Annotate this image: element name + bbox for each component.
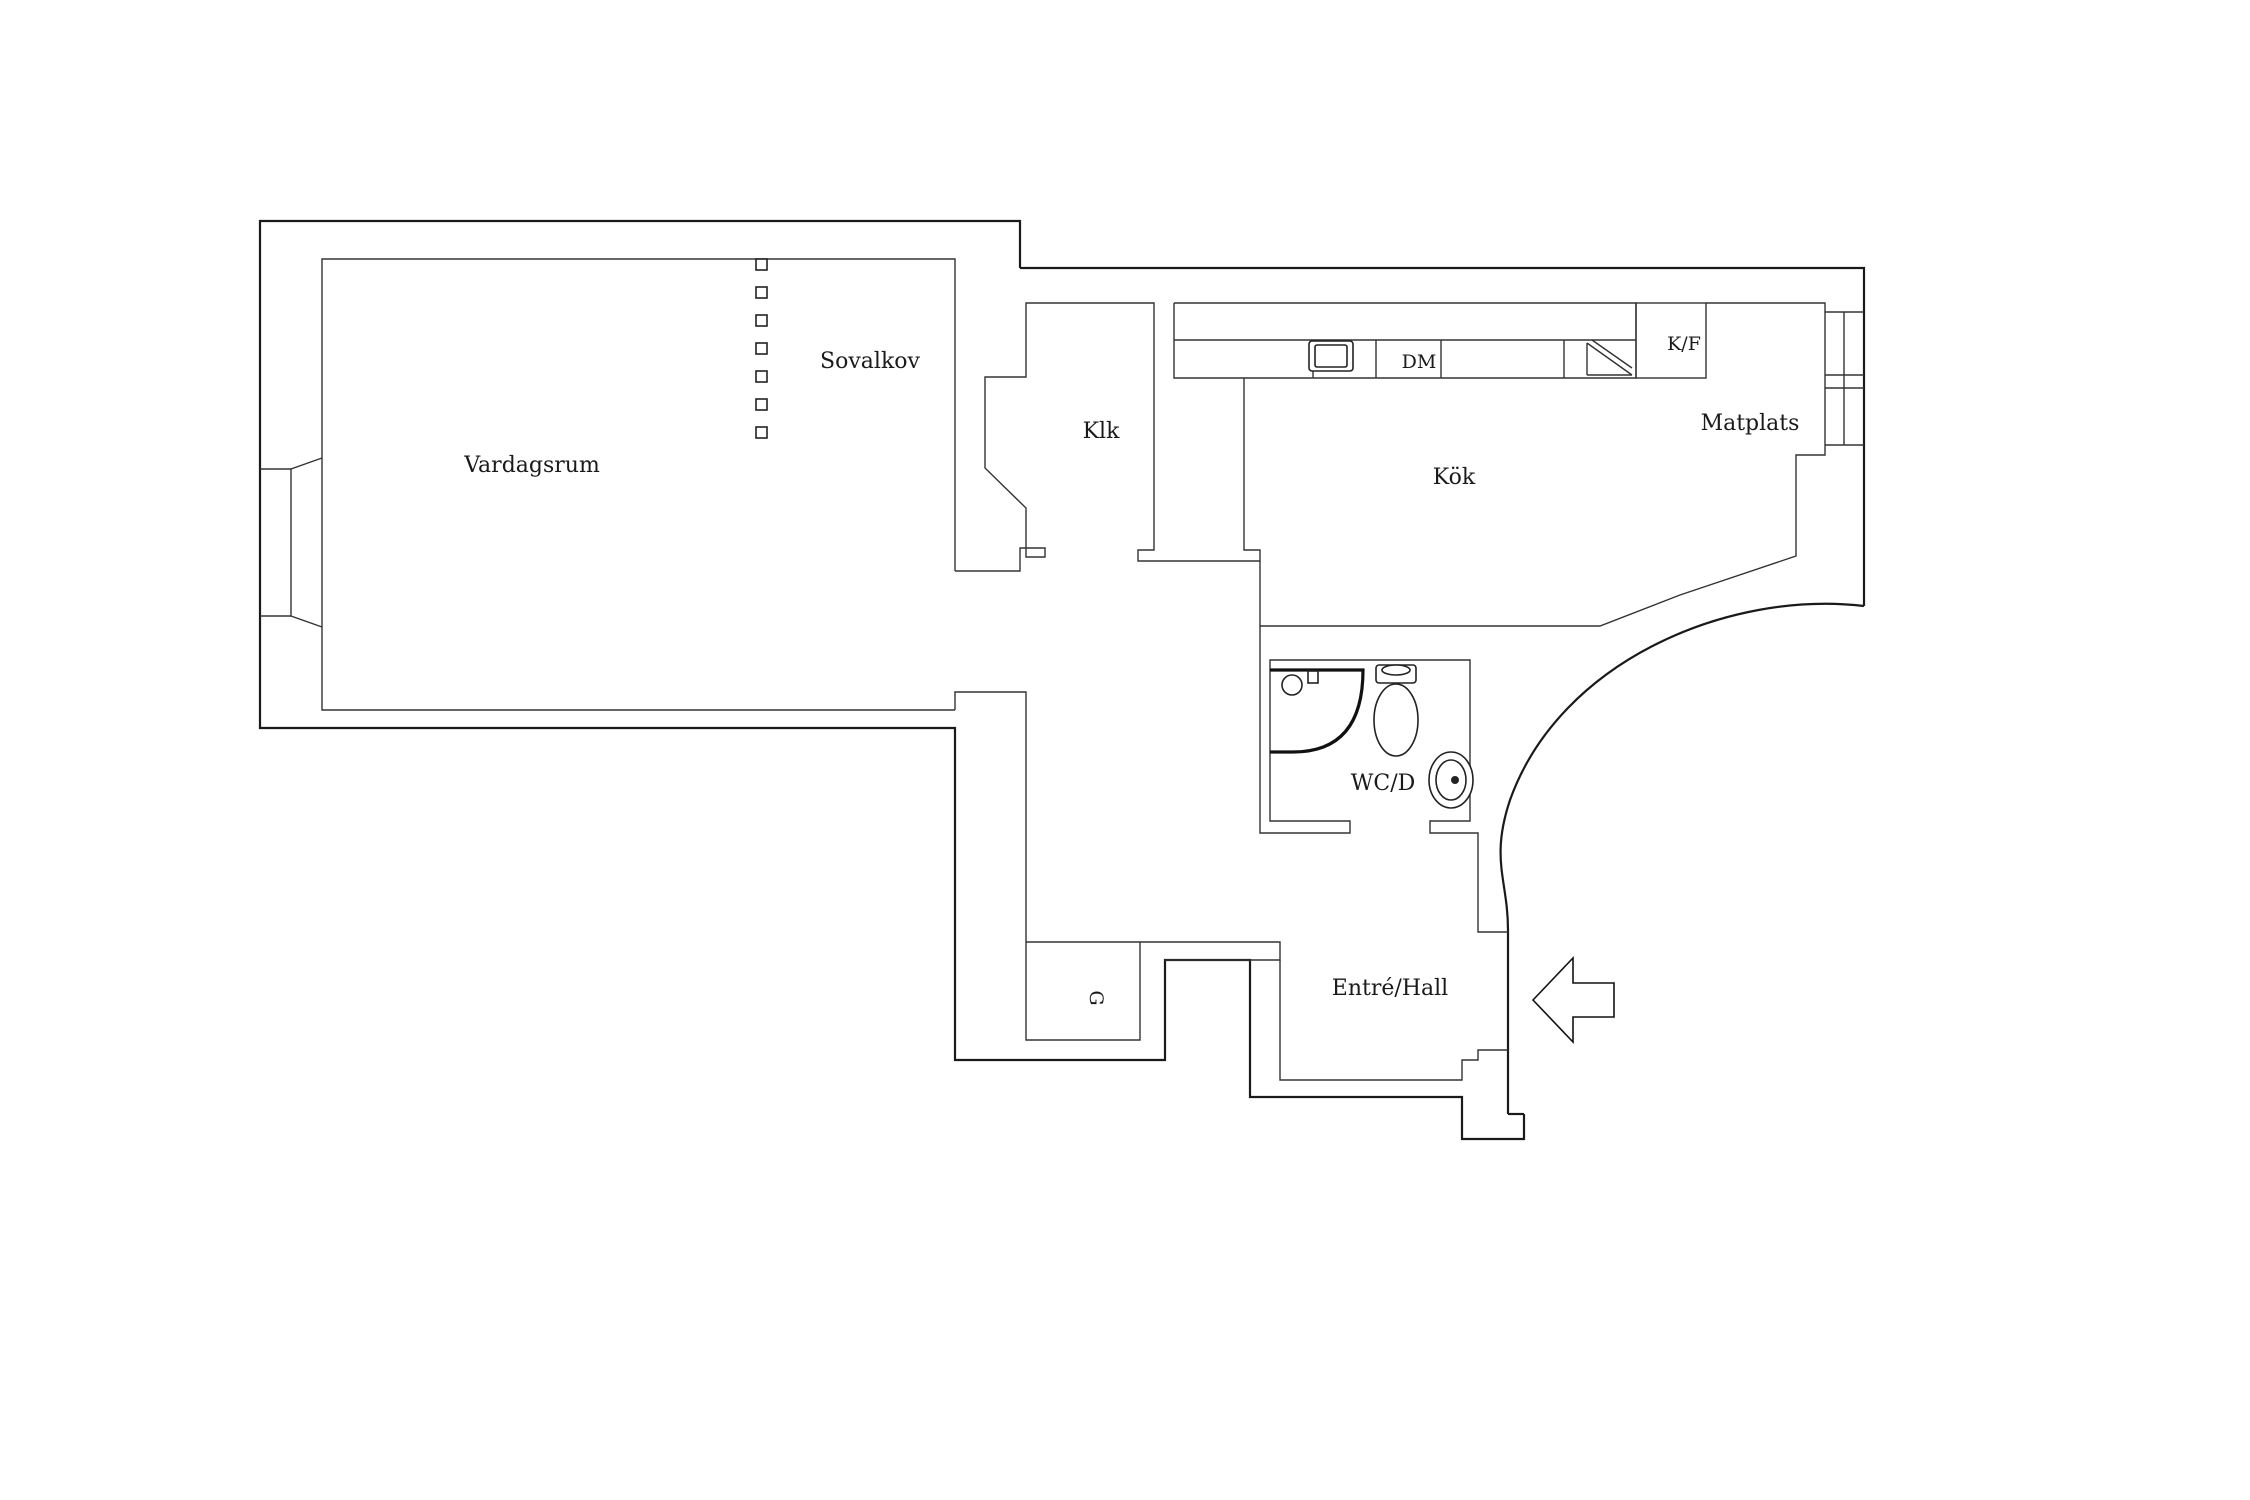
outer-wall-left: [258, 219, 1526, 1141]
stove-icon: [1586, 339, 1633, 376]
inner-walls: [260, 258, 1864, 1081]
room-label-vardagsrum: Vardagsrum: [463, 453, 600, 478]
stove-line: [1586, 342, 1633, 376]
outer-wall-curve: [1499, 602, 1865, 931]
room-label-kok: Kök: [1433, 465, 1476, 490]
alcove-post: [755, 314, 768, 327]
alcove-post: [755, 342, 768, 355]
alcove-post: [755, 370, 768, 383]
living-room-inner: [321, 258, 956, 711]
fridge-box: [1635, 302, 1707, 379]
room-label-klk: Klk: [1083, 419, 1120, 444]
fixture-label-wardrobe: G: [1085, 990, 1107, 1005]
bathroom-fixtures: [1270, 664, 1474, 809]
shower-head: [1307, 670, 1319, 684]
alcove-post: [755, 286, 768, 299]
room-label-sovalkov: Sovalkov: [820, 349, 920, 374]
room-label-entre: Entré/Hall: [1332, 976, 1448, 1001]
washbasin-tap: [1451, 776, 1459, 784]
fixture-label-fridge-freezer: K/F: [1667, 333, 1701, 355]
hall-bottom-wall: [1279, 960, 1508, 1081]
alcove-post: [755, 258, 768, 271]
fixture-label-dishwasher: DM: [1402, 351, 1437, 373]
alcove-post: [755, 426, 768, 439]
outer-wall-top-right: [1020, 266, 1866, 606]
outer-walls: [258, 219, 1866, 1141]
room-label-wc: WC/D: [1351, 771, 1416, 796]
shower-icon: [1270, 668, 1365, 754]
sink-basin: [1314, 344, 1348, 368]
window-left: [290, 457, 323, 628]
bathroom-walls: [1259, 626, 1508, 933]
kitchen-fixtures: [1308, 339, 1633, 376]
hall-lower-wall: [1140, 941, 1281, 961]
alcove-post: [755, 398, 768, 411]
shower-drain: [1281, 674, 1303, 696]
alcove-posts: [755, 258, 768, 439]
hall-left-wall: [954, 691, 1141, 1041]
toilet-icon: [1373, 683, 1419, 757]
room-label-matplats: Matplats: [1701, 411, 1800, 436]
arrow-left-icon: [1531, 956, 1615, 1044]
stove-line: [1591, 339, 1633, 369]
kitchen-right-wall: [1259, 302, 1826, 627]
toilet-lid: [1381, 664, 1411, 676]
closet-klk: [955, 302, 1261, 572]
